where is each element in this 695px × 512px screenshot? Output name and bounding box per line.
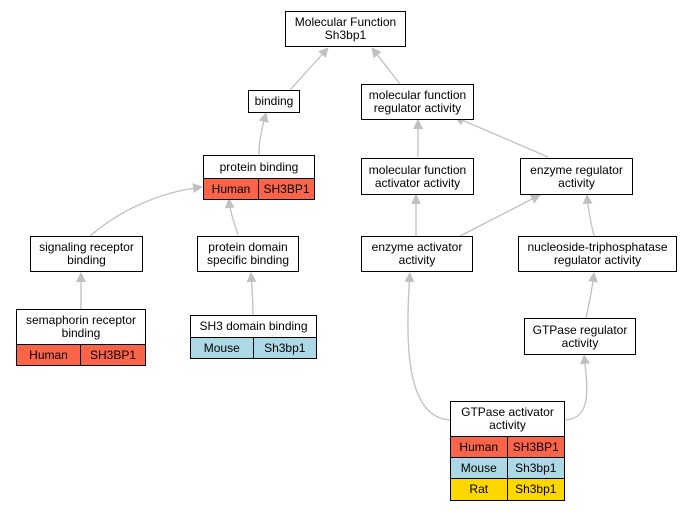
edge-enzyme-activator-to-enzyme-regulator (459, 194, 541, 237)
node-signaling-receptor-binding[interactable]: signaling receptor binding (30, 236, 143, 272)
node-gtpase-regulator-activity-line2: activity (561, 335, 599, 350)
gene-cell: SH3BP1 (89, 347, 137, 362)
annotation-row: Mouse Sh3bp1 (191, 338, 316, 358)
node-protein-domain-specific-binding-line2: specific binding (206, 253, 290, 267)
node-mf-regulator-activity-line2: regulator activity (373, 101, 462, 115)
node-protein-binding[interactable]: protein binding Human SH3BP1 (203, 155, 315, 200)
edge-mf-regulator-to-molecular-function (371, 47, 401, 85)
species-cell: Rat (451, 479, 508, 500)
node-sh3-domain-binding-header: SH3 domain binding (191, 316, 316, 338)
annotation-row: Human SH3BP1 (204, 179, 314, 199)
node-sh3-domain-binding[interactable]: SH3 domain binding Mouse Sh3bp1 (190, 315, 317, 359)
node-enzyme-activator-activity-line1: enzyme activator (371, 240, 463, 254)
node-protein-domain-specific-binding[interactable]: protein domain specific binding (197, 236, 299, 272)
edge-protein-binding-to-binding (258, 112, 269, 156)
gene-cell: Sh3bp1 (264, 340, 306, 355)
node-semaphorin-receptor-binding-header: semaphorin receptor binding (17, 310, 145, 345)
edge-gtpase-regulator-to-ntpase-regulator (585, 272, 598, 319)
node-mf-activator-activity-line1: molecular function (368, 162, 467, 177)
node-protein-binding-header: protein binding (204, 156, 314, 179)
edge-signaling-receptor-to-protein-binding (89, 183, 203, 237)
node-mf-regulator-activity-line1: molecular function (368, 88, 467, 102)
node-binding[interactable]: binding (248, 90, 300, 113)
node-gtpase-activator-activity-header: GTPase activator activity (451, 402, 564, 437)
node-molecular-function-line2: Sh3bp1 (324, 28, 367, 42)
node-semaphorin-receptor-binding-line1: semaphorin receptor (25, 313, 137, 327)
node-protein-domain-specific-binding-line1: protein domain (208, 240, 288, 254)
node-ntpase-regulator-activity-line2: regulator activity (553, 253, 642, 267)
gene-cell: SH3BP1 (263, 181, 310, 196)
node-mf-activator-activity-line2: activator activity (374, 175, 461, 190)
node-mf-regulator-activity[interactable]: molecular function regulator activity (361, 84, 474, 120)
node-enzyme-regulator-activity-line2: activity (558, 175, 595, 190)
node-ntpase-regulator-activity[interactable]: nucleoside-triphosphatase regulator acti… (518, 236, 677, 272)
node-molecular-function[interactable]: Molecular Function Sh3bp1 (285, 11, 406, 47)
gene-cell: Sh3bp1 (515, 482, 557, 496)
edge-protein-domain-to-protein-binding (224, 198, 239, 236)
node-gtpase-activator-activity-line2: activity (489, 418, 526, 432)
gene-cell: Sh3bp1 (515, 460, 557, 475)
species-cell: Mouse (451, 458, 508, 478)
node-molecular-function-line1: Molecular Function (294, 15, 397, 29)
node-semaphorin-receptor-binding-line2: binding (61, 326, 101, 340)
node-ntpase-regulator-activity-line1: nucleoside-triphosphatase (527, 240, 668, 254)
edge-gtpase-activator-to-gtpase-regulator (562, 354, 590, 421)
node-binding-label: binding (254, 94, 294, 108)
edge-sh3-to-protein-domain (246, 272, 257, 316)
annotation-row: Mouse Sh3bp1 (451, 458, 564, 479)
node-sh3-domain-binding-label: SH3 domain binding (199, 319, 308, 333)
species-cell: Human (204, 179, 259, 199)
node-gtpase-regulator-activity[interactable]: GTPase regulator activity (524, 318, 636, 355)
node-gtpase-activator-activity[interactable]: GTPase activator activity Human SH3BP1 M… (450, 401, 565, 501)
annotation-row: Human SH3BP1 (451, 437, 564, 458)
node-enzyme-activator-activity[interactable]: enzyme activator activity (361, 236, 473, 272)
node-gtpase-regulator-activity-line1: GTPase regulator (532, 322, 628, 337)
species-cell: Human (17, 345, 81, 365)
node-enzyme-activator-activity-line2: activity (398, 253, 436, 267)
node-gtpase-activator-activity-line1: GTPase activator (461, 405, 554, 419)
annotation-row: Human SH3BP1 (17, 345, 145, 365)
node-semaphorin-receptor-binding[interactable]: semaphorin receptor binding Human SH3BP1 (16, 309, 146, 366)
edge-gtpase-activator-to-enzyme-activator (404, 272, 453, 421)
node-enzyme-regulator-activity[interactable]: enzyme regulator activity (520, 158, 633, 195)
node-mf-activator-activity[interactable]: molecular function activator activity (361, 158, 474, 195)
node-signaling-receptor-binding-line2: binding (67, 253, 106, 267)
edge-binding-to-molecular-function (289, 47, 329, 91)
node-signaling-receptor-binding-line1: signaling receptor (39, 240, 134, 254)
gene-cell: SH3BP1 (512, 439, 559, 454)
annotation-row: Rat Sh3bp1 (451, 479, 564, 500)
node-enzyme-regulator-activity-line1: enzyme regulator (530, 162, 623, 177)
species-cell: Human (451, 437, 508, 457)
species-cell: Mouse (191, 338, 254, 358)
node-protein-binding-label: protein binding (219, 159, 299, 174)
edge-enzyme-regulator-to-mf-regulator (454, 115, 549, 158)
edge-ntpase-regulator-to-enzyme-regulator (582, 194, 595, 237)
